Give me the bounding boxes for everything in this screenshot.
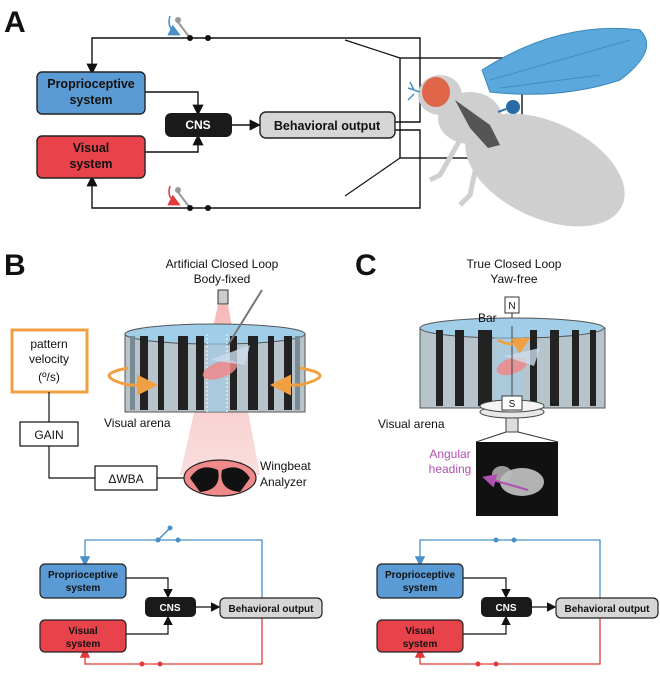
panel-c-proprio-label-2: system <box>403 583 438 594</box>
panel-c-visual-label-1: Visual <box>405 626 434 637</box>
panel-b: B Artificial Closed Loop Body-fixed <box>4 249 323 667</box>
panel-a: A Proprioceptive system <box>4 6 648 227</box>
wingbeat-label-1: Wingbeat <box>260 459 311 473</box>
angular-label-2: heading <box>429 462 472 476</box>
panel-c-visual-label-2: system <box>403 639 438 650</box>
north-label: N <box>508 301 515 312</box>
panel-c-title-2: Yaw-free <box>490 272 537 286</box>
gain-label: GAIN <box>34 428 63 442</box>
panel-c-output-label: Behavioral output <box>564 604 650 615</box>
panel-b-loop-diagram: Proprioceptive system Visual system CNS … <box>39 525 323 667</box>
bar-label: Bar <box>478 311 497 325</box>
panel-b-title-2: Body-fixed <box>194 272 251 286</box>
panel-a-cns-box: CNS <box>165 113 232 137</box>
south-label: S <box>509 399 516 410</box>
dwba-box: ΔWBA <box>94 465 158 491</box>
angular-label-1: Angular <box>429 447 470 461</box>
gain-box: GAIN <box>19 421 79 447</box>
panel-a-proprio-box: Proprioceptive system <box>36 71 146 115</box>
wingbeat-analyzer <box>183 459 257 497</box>
panel-b-output-label: Behavioral output <box>228 604 314 615</box>
panel-b-visual-label-1: Visual <box>68 626 97 637</box>
panel-a-visual-label-2: system <box>69 157 112 171</box>
panel-b-visual-arena: Visual arena <box>104 416 171 430</box>
panel-a-loop-lines <box>86 37 421 209</box>
panel-a-visual-label-1: Visual <box>73 141 110 155</box>
panel-c-arena <box>419 317 606 409</box>
pattern-label-2: velocity <box>29 352 69 366</box>
panel-c: C True Closed Loop Yaw-free N <box>355 249 659 667</box>
panel-c-proprio-label-1: Proprioceptive <box>385 570 455 581</box>
camera-image <box>475 431 559 516</box>
panel-b-visual-label-2: system <box>66 639 101 650</box>
panel-c-cns-label: CNS <box>495 603 516 614</box>
magnet-south: S <box>479 395 545 433</box>
panel-a-proprio-label-2: system <box>69 93 112 107</box>
camera-icon <box>217 289 229 305</box>
panel-b-cns-label: CNS <box>159 603 180 614</box>
fly-illustration <box>344 27 648 227</box>
panel-b-arena <box>107 289 322 413</box>
panel-a-output-label: Behavioral output <box>274 119 381 133</box>
panel-c-letter: C <box>355 249 377 282</box>
pattern-label-1: pattern <box>30 337 67 351</box>
panel-b-title-1: Artificial Closed Loop <box>166 257 279 271</box>
pattern-label-3: (º/s) <box>38 370 60 384</box>
panel-a-top-switch <box>167 15 211 41</box>
panel-c-title-1: True Closed Loop <box>467 257 562 271</box>
panel-a-output-box: Behavioral output <box>259 111 396 139</box>
panel-c-loop-diagram: Proprioceptive system Visual system CNS … <box>376 537 659 667</box>
panel-b-proprio-label-2: system <box>66 583 101 594</box>
pattern-velocity-box: pattern velocity (º/s) <box>10 328 89 394</box>
panel-a-proprio-label-1: Proprioceptive <box>47 77 135 91</box>
panel-b-letter: B <box>4 249 26 282</box>
panel-b-proprio-label-1: Proprioceptive <box>48 570 118 581</box>
panel-a-letter: A <box>4 6 26 39</box>
wingbeat-label-2: Analyzer <box>260 475 307 489</box>
panel-a-cns-label: CNS <box>185 118 210 132</box>
panel-a-visual-box: Visual system <box>36 135 146 179</box>
panel-a-bottom-switch <box>167 185 211 211</box>
dwba-label: ΔWBA <box>108 472 143 486</box>
panel-c-visual-arena: Visual arena <box>378 417 445 431</box>
